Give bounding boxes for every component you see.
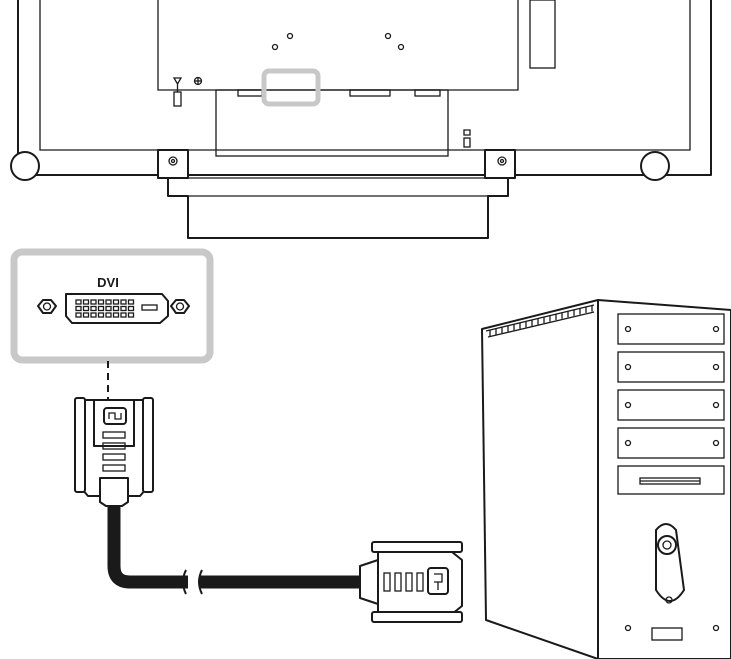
- dvi-pin: [127, 305, 135, 312]
- dvi-pin: [82, 312, 90, 318]
- monitor-rear: [10, 0, 712, 239]
- dvi-pin: [112, 305, 120, 312]
- dvi-port-label: DVI: [97, 275, 119, 290]
- drive-bays: [617, 313, 725, 459]
- power-button: [655, 523, 685, 604]
- dvi-pin: [127, 312, 135, 318]
- cable-break-symbol: [182, 569, 203, 595]
- floppy-drive: [617, 465, 725, 495]
- tower-vent: [485, 304, 595, 338]
- dvi-plug-vertical: [74, 397, 154, 507]
- dvi-pin: [97, 312, 105, 318]
- dvi-pin: [105, 305, 112, 312]
- lock-icon: [463, 129, 471, 148]
- dvi-pin: [75, 312, 82, 318]
- dvi-plug-horizontal: [359, 541, 463, 623]
- dvi-pin: [127, 299, 135, 305]
- dvi-pin: [105, 312, 112, 318]
- dvi-port-callout: DVI: [10, 248, 214, 400]
- dvi-pin: [120, 299, 127, 305]
- dvi-cable: [107, 506, 366, 595]
- pc-tower: [481, 299, 731, 659]
- dvi-pin: [75, 305, 82, 312]
- dvi-pin: [120, 305, 127, 312]
- dvi-pin: [112, 299, 120, 305]
- stand-bracket: [157, 149, 516, 239]
- vesa-mounting-holes: [271, 32, 405, 51]
- monitor-foot-left: [10, 151, 40, 181]
- dvi-pin: [105, 299, 112, 305]
- dvi-pin: [112, 312, 120, 318]
- dvi-pin: [97, 299, 105, 305]
- plug-grip-ribs: [102, 431, 126, 472]
- dvi-pin: [90, 305, 97, 312]
- dvi-pin: [120, 312, 127, 318]
- dvi-pin: [82, 305, 90, 312]
- dvi-pin-array: [75, 299, 135, 318]
- connector-panel: [215, 89, 449, 157]
- dvi-port: [37, 293, 190, 324]
- plug-grip-ribs: [383, 572, 424, 592]
- screw-nut-icon: [37, 299, 190, 314]
- vent-slots: [489, 305, 593, 337]
- front-port: [651, 627, 683, 641]
- dvi-pin: [90, 312, 97, 318]
- dvi-pin: [97, 305, 105, 312]
- dvi-port-location-highlight: [261, 68, 321, 107]
- dvi-pin: [75, 299, 82, 305]
- monitor-foot-right: [640, 151, 670, 181]
- dvi-pin: [82, 299, 90, 305]
- ground-icon: [172, 76, 203, 107]
- dvi-pin: [90, 299, 97, 305]
